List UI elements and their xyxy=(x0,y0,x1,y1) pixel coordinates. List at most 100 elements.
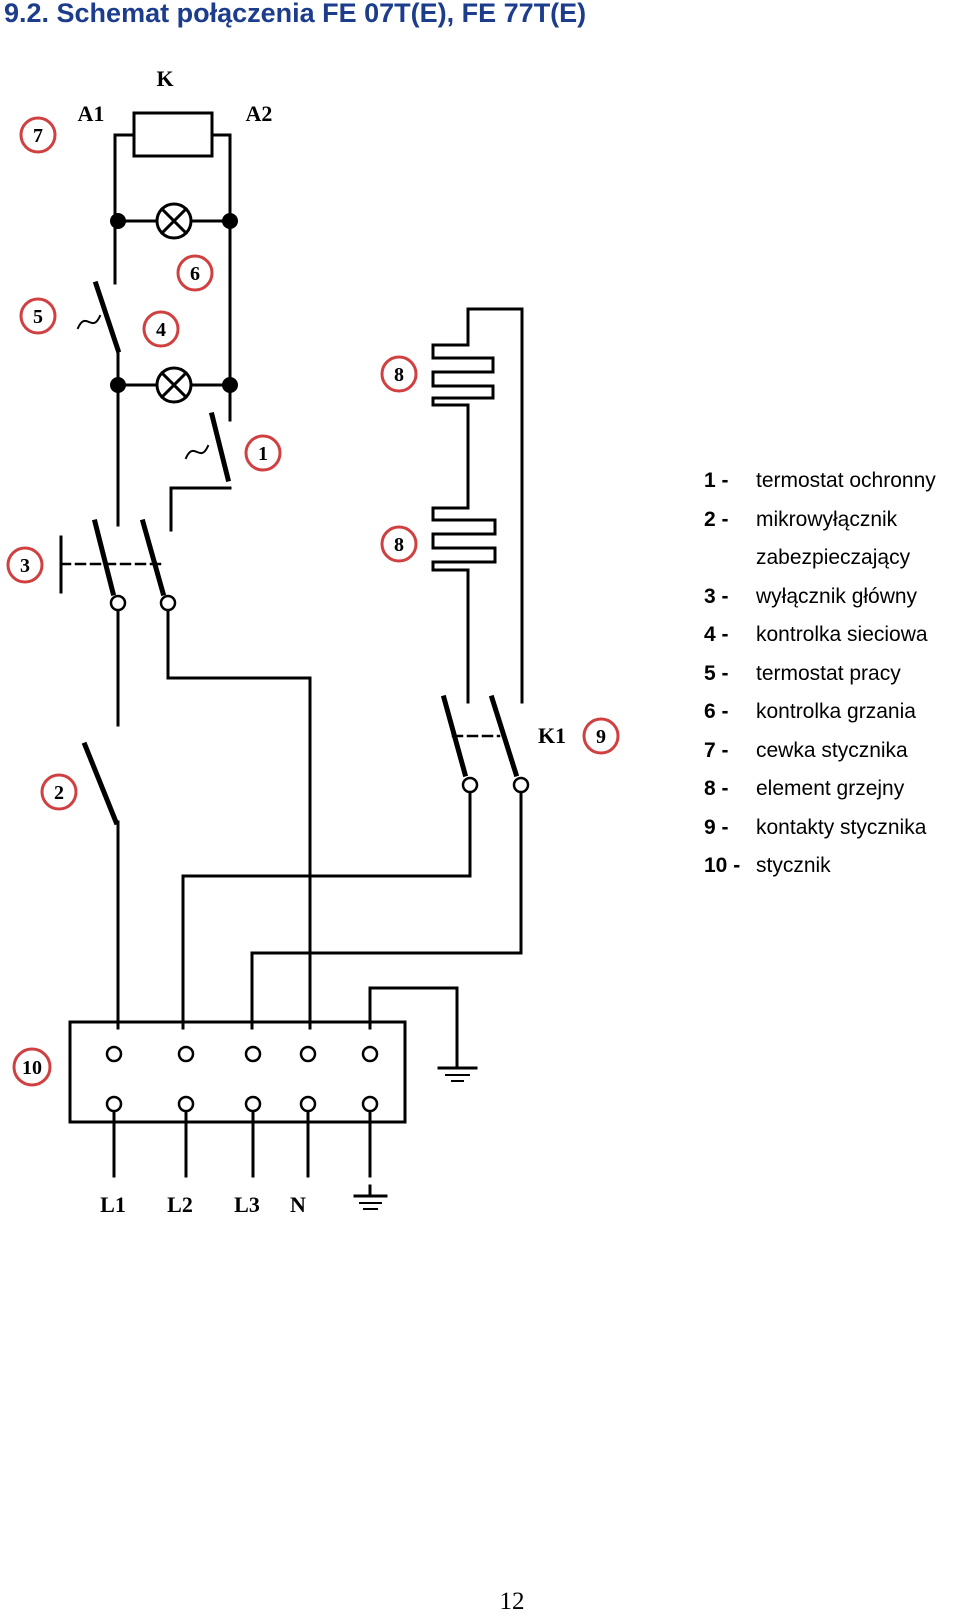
terminal xyxy=(461,776,479,794)
legend-number: 6 - xyxy=(704,700,729,723)
coil-a1-label: A1 xyxy=(78,101,105,126)
callout-10: 10 xyxy=(12,1047,52,1087)
terminal xyxy=(177,1045,195,1063)
switch-5 xyxy=(92,280,122,354)
thermostat-1-symbol xyxy=(184,444,210,460)
svg-text:10: 10 xyxy=(22,1057,42,1079)
legend-description: element grzejny xyxy=(756,777,905,800)
callout-1: 1 xyxy=(244,434,282,472)
junction-dot xyxy=(110,213,126,229)
contacts-k1-label: K1 xyxy=(538,723,566,748)
legend-item: 1 - termostat ochronny xyxy=(704,462,946,501)
legend-item: 5 - termostat pracy xyxy=(704,655,946,694)
legend-description: kontrolka grzania xyxy=(756,700,916,723)
wire xyxy=(169,486,232,532)
legend-number: 2 - xyxy=(704,507,729,531)
contact-k1b xyxy=(488,694,520,778)
callout-3: 3 xyxy=(6,546,44,584)
svg-text:1: 1 xyxy=(258,443,268,465)
terminal xyxy=(159,594,177,612)
terminal-label-n: N xyxy=(290,1192,306,1217)
legend-description: stycznik xyxy=(756,854,831,877)
switch-3a xyxy=(91,518,117,597)
switch-1 xyxy=(208,411,232,483)
wire xyxy=(250,790,523,1030)
wire xyxy=(181,790,472,1030)
terminal xyxy=(105,1095,123,1113)
callout-4: 4 xyxy=(142,310,180,348)
contactor-box xyxy=(68,1020,407,1124)
legend-number: 5 - xyxy=(704,661,729,685)
coil-label: K xyxy=(156,66,173,91)
terminal xyxy=(299,1095,317,1113)
svg-text:5: 5 xyxy=(33,306,43,328)
legend-item: 4 - kontrolka sieciowa xyxy=(704,616,946,655)
svg-text:7: 7 xyxy=(33,125,43,147)
callout-9: 9 xyxy=(582,717,620,755)
wire xyxy=(431,307,497,704)
terminal xyxy=(361,1045,379,1063)
svg-text:6: 6 xyxy=(190,263,200,285)
legend-description: kontakty stycznika xyxy=(756,815,927,839)
svg-text:8: 8 xyxy=(394,534,404,556)
legend-number: 10 - xyxy=(704,854,741,877)
page-title: 9.2. Schemat połączenia FE 07T(E), FE 77… xyxy=(4,0,587,28)
coil-a2-label: A2 xyxy=(246,101,273,126)
switch-3b xyxy=(139,518,167,597)
terminal-label-l3: L3 xyxy=(234,1192,260,1217)
terminal xyxy=(299,1045,317,1063)
switch-2 xyxy=(81,741,120,826)
page-number: 12 xyxy=(499,1588,525,1615)
legend: 1 - termostat ochronny 2 - mikrowyłączni… xyxy=(704,462,946,886)
svg-text:2: 2 xyxy=(54,782,64,804)
legend-description: termostat pracy xyxy=(756,661,901,685)
terminal xyxy=(244,1045,262,1063)
callout-2: 2 xyxy=(40,773,78,811)
ground-terminal-symbol xyxy=(353,1184,388,1210)
terminal-label-l2: L2 xyxy=(167,1192,193,1217)
wire xyxy=(368,986,459,1070)
ground-symbol xyxy=(437,1066,478,1082)
legend-item: 6 - kontrolka grzania xyxy=(704,693,946,732)
legend-number: 4 - xyxy=(704,623,729,646)
callout-6: 6 xyxy=(176,254,214,292)
legend-item: 9 - kontakty stycznika xyxy=(704,809,946,848)
wire xyxy=(466,307,524,704)
legend-description: cewka stycznika xyxy=(756,738,908,762)
legend-item: 7 - cewka stycznika xyxy=(704,732,946,771)
coil-k xyxy=(132,111,214,158)
svg-text:8: 8 xyxy=(394,364,404,386)
legend-number: 3 - xyxy=(704,584,729,608)
callout-8b: 8 xyxy=(380,525,418,563)
lamp-6-symbol xyxy=(155,202,193,240)
terminal xyxy=(361,1095,379,1113)
legend-number: 8 - xyxy=(704,777,729,800)
junction-dot xyxy=(222,377,238,393)
legend-item: 2 - mikrowyłącznik zabezpieczający xyxy=(704,501,946,578)
legend-number: 9 - xyxy=(704,815,729,839)
terminal xyxy=(512,776,530,794)
terminal xyxy=(177,1095,195,1113)
terminal xyxy=(105,1045,123,1063)
legend-description: mikrowyłącznik zabezpieczający xyxy=(756,507,911,570)
legend-item: 3 - wyłącznik główny xyxy=(704,578,946,617)
thermostat-5-symbol xyxy=(76,314,102,330)
terminal xyxy=(244,1095,262,1113)
terminal-label-l1: L1 xyxy=(100,1192,126,1217)
legend-description: kontrolka sieciowa xyxy=(756,623,928,646)
legend-item: 10 - stycznik xyxy=(704,847,946,886)
legend-item: 8 - element grzejny xyxy=(704,770,946,809)
svg-text:9: 9 xyxy=(596,726,606,748)
junction-dot xyxy=(222,213,238,229)
callout-5: 5 xyxy=(19,297,57,335)
callout-7: 7 xyxy=(19,116,57,154)
svg-text:3: 3 xyxy=(20,555,30,577)
lamp-4-symbol xyxy=(155,366,193,404)
terminal xyxy=(109,594,127,612)
legend-description: wyłącznik główny xyxy=(756,584,918,608)
callout-8a: 8 xyxy=(380,355,418,393)
legend-number: 7 - xyxy=(704,738,729,762)
junction-dot xyxy=(110,377,126,393)
svg-text:4: 4 xyxy=(156,319,166,341)
